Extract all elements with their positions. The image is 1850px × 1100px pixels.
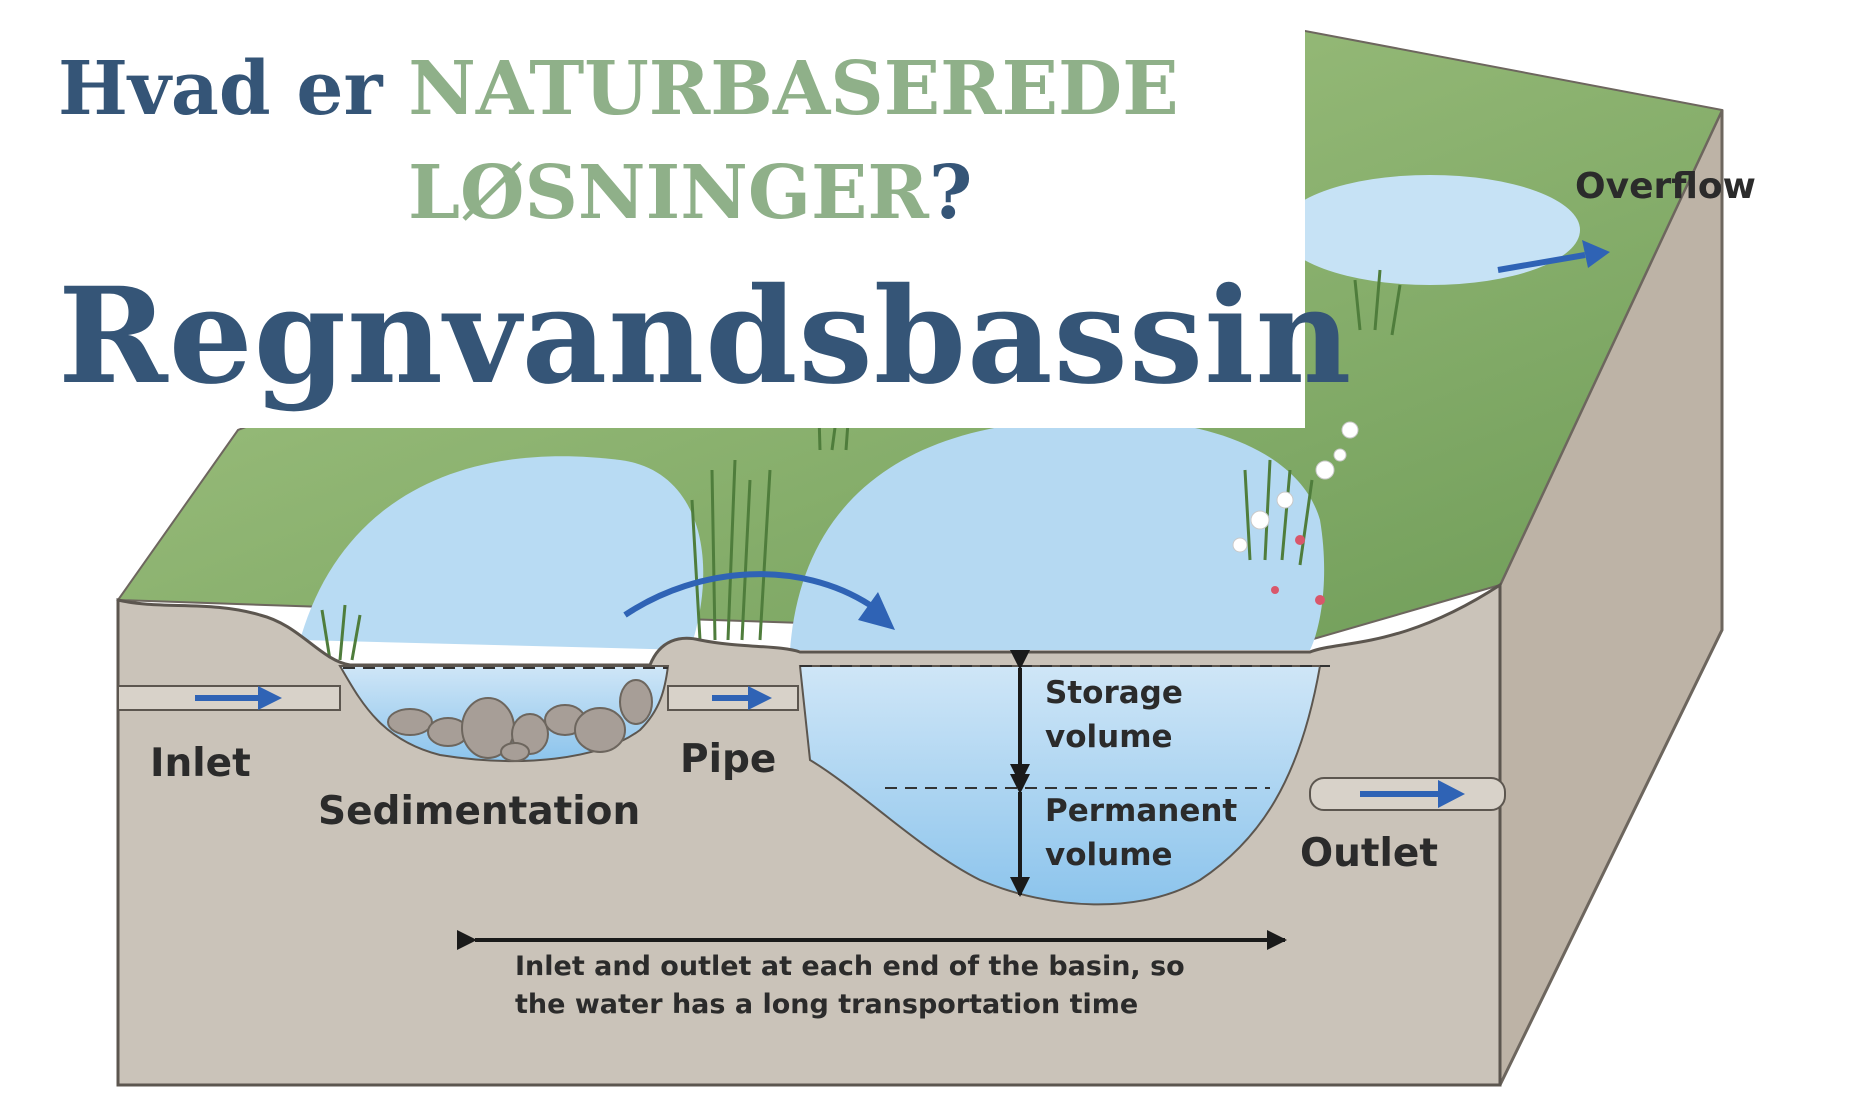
main-basin-section xyxy=(798,665,1322,906)
red-flowers xyxy=(1271,535,1325,605)
label-outlet: Outlet xyxy=(1300,831,1439,876)
main-title: Regnvandsbassin xyxy=(58,259,1353,414)
main-pond-surface xyxy=(790,418,1325,650)
label-permanent-line1: Permanent xyxy=(1045,793,1238,829)
title-highlight-1: NATURBASEREDE xyxy=(408,46,1179,132)
flowers xyxy=(1232,421,1359,553)
title-line-1: Hvad er NATURBASEREDE xyxy=(58,44,1179,134)
title-prefix: Hvad er xyxy=(58,46,409,132)
sedimentation-pond-surface xyxy=(300,456,704,650)
title-line-2: LØSNINGER? xyxy=(408,148,972,238)
title-panel xyxy=(0,0,1305,428)
label-pipe: Pipe xyxy=(680,737,777,782)
label-storage-line1: Storage xyxy=(1045,675,1183,711)
title-question-mark: ? xyxy=(928,150,973,236)
label-inlet: Inlet xyxy=(150,741,251,786)
upper-pond-surface xyxy=(1280,175,1580,285)
note-line-2: the water has a long transportation time xyxy=(515,989,1139,1020)
label-permanent-line2: volume xyxy=(1045,837,1173,873)
inlet-pipe xyxy=(117,685,341,711)
label-sedimentation: Sedimentation xyxy=(318,789,641,834)
sediment-stones xyxy=(387,679,653,762)
label-overflow: Overflow xyxy=(1575,166,1756,207)
label-storage-line2: volume xyxy=(1045,719,1173,755)
note-line-1: Inlet and outlet at each end of the basi… xyxy=(515,951,1185,982)
flow-arrows xyxy=(195,240,1610,808)
title-highlight-2: LØSNINGER xyxy=(408,150,929,236)
